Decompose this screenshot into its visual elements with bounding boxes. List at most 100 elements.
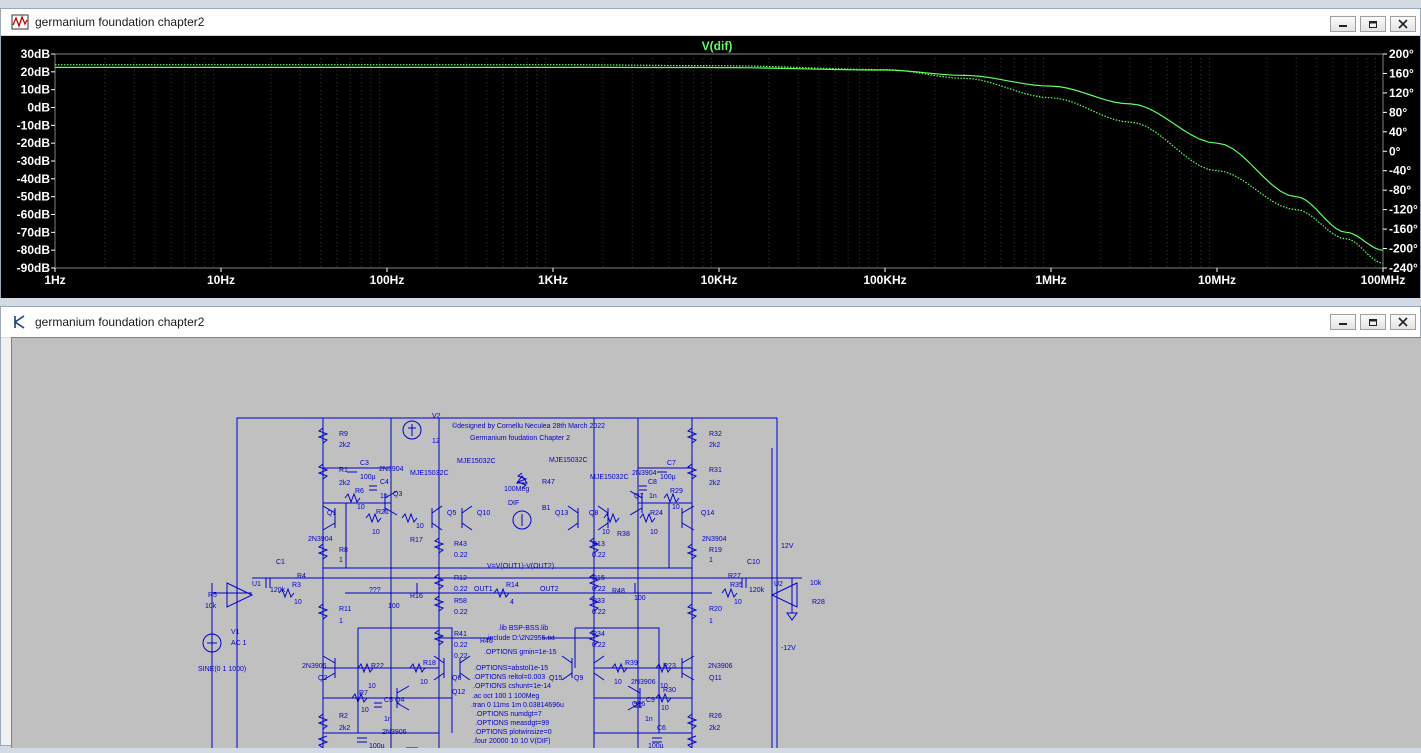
schematic-label: .lib BSP-BSS.lib [498, 625, 548, 632]
schematic-label: 100Meg [504, 486, 529, 493]
schematic-canvas[interactable]: ©designed by Cornellu Neculea 28th March… [11, 337, 1421, 753]
schematic-label: 1n [384, 716, 392, 723]
y-right-tick-label: 80° [1389, 105, 1407, 119]
plot-frame [54, 53, 1384, 269]
schematic-label: 2k2 [339, 480, 350, 487]
y-right-tick-label: 0° [1389, 144, 1401, 158]
schematic-window-titlebar[interactable]: germanium foundation chapter2 [1, 307, 1420, 338]
x-tick-label: 100MHz [1361, 273, 1406, 287]
schematic-label: 10 [661, 705, 669, 712]
schematic-label: 10k [810, 580, 822, 587]
schematic-label: 10 [357, 504, 365, 511]
schematic-label: R30 [663, 687, 676, 694]
schematic-label: .OPTIONS=abstol1e-15 [474, 665, 548, 672]
x-tick-label: 10MHz [1198, 273, 1236, 287]
schematic-label: 0.22 [454, 552, 468, 559]
schematic-label: 2N3906 [302, 663, 327, 670]
magnitude-trace [55, 66, 1384, 251]
schematic-label: 2k2 [709, 442, 720, 449]
schematic-label: R23 [663, 663, 676, 670]
plot-window[interactable]: germanium foundation chapter2 V(dif) 30d… [0, 8, 1421, 298]
schematic-label: R27 [728, 573, 741, 580]
schematic-label: 0.22 [454, 653, 468, 660]
schematic-label: R17 [410, 537, 423, 544]
schematic-label: R14 [506, 582, 519, 589]
schematic-label: Q3 [393, 491, 402, 498]
schematic-label: 2k2 [709, 725, 720, 732]
minimize-button[interactable] [1330, 314, 1356, 330]
schematic-label: Q2 [318, 675, 327, 682]
close-button[interactable] [1390, 16, 1416, 32]
schematic-drawing[interactable]: ©designed by Cornellu Neculea 28th March… [12, 338, 1421, 753]
schematic-label: 1 [709, 618, 713, 625]
schematic-label: Q1 [327, 510, 336, 517]
schematic-label: R29 [670, 488, 683, 495]
schematic-window[interactable]: germanium foundation chapter2 [0, 306, 1421, 753]
close-button[interactable] [1390, 314, 1416, 330]
x-tick-label: 1Hz [44, 273, 65, 287]
schematic-label: C7 [667, 460, 676, 467]
schematic-label: Q16 [632, 701, 645, 708]
schematic-label: 2N3906 [631, 679, 656, 686]
schematic-label: .four 20000 10 10 V(DIF) [473, 738, 550, 745]
bode-plot[interactable]: V(dif) 30dB20dB10dB0dB-10dB-20dB-30dB-40… [1, 36, 1420, 298]
schematic-label: R9 [339, 431, 348, 438]
plot-window-titlebar[interactable]: germanium foundation chapter2 [1, 9, 1420, 36]
schematic-label: 10 [420, 679, 428, 686]
schematic-label: R8 [339, 547, 348, 554]
schematic-label: C4 [380, 479, 389, 486]
schematic-label: Q11 [709, 675, 722, 682]
schematic-label: Q5 [447, 510, 456, 517]
schematic-label: 1 [709, 557, 713, 564]
schematic-label: R7 [359, 690, 368, 697]
close-icon [1398, 317, 1408, 327]
schematic-label: 10 [650, 529, 658, 536]
schematic-label: 2k2 [709, 480, 720, 487]
phase-trace [55, 64, 1384, 264]
schematic-label: R32 [709, 431, 722, 438]
close-icon [1398, 19, 1408, 29]
schematic-label: R43 [454, 541, 467, 548]
restore-icon [1369, 21, 1377, 28]
schematic-label: 0.22 [592, 642, 606, 649]
schematic-label: C10 [747, 559, 760, 566]
schematic-label: 1n [380, 493, 388, 500]
schematic-label: 0.22 [592, 609, 606, 616]
schematic-label: C8 [648, 479, 657, 486]
schematic-label: R2 [339, 713, 348, 720]
schematic-label: R19 [709, 547, 722, 554]
schematic-label: R28 [812, 599, 825, 606]
y-left-tick-label: -60dB [17, 208, 51, 222]
y-left-tick-label: 30dB [21, 47, 51, 61]
schematic-label: .OPTIONS cshunt=1e-14 [473, 683, 551, 690]
schematic-label: 10 [294, 599, 302, 606]
minimize-button[interactable] [1330, 16, 1356, 32]
schematic-label: .OPTIONS reltol=0.003 [473, 674, 545, 681]
schematic-label: V1 [231, 629, 240, 636]
restore-button[interactable] [1360, 314, 1386, 330]
schematic-label: C9 [646, 697, 655, 704]
schematic-label: R33 [592, 598, 605, 605]
schematic-label: R35 [730, 582, 743, 589]
minimize-icon [1339, 323, 1347, 325]
schematic-label: .OPTIONS gmin=1e-15 [484, 649, 557, 656]
schematic-label: 2N3906 [708, 663, 733, 670]
schematic-label: 4 [510, 599, 514, 606]
schematic-label: 2k2 [339, 725, 350, 732]
schematic-label: R26 [709, 713, 722, 720]
schematic-label: .OPTIONS measdgt=99 [475, 720, 549, 727]
schematic-label: SINE(0 1 1000) [198, 666, 246, 673]
schematic-label: Q8 [589, 510, 598, 517]
x-tick-label: 100Hz [370, 273, 405, 287]
schematic-label: 10 [672, 504, 680, 511]
schematic-label: 2N3904 [308, 536, 333, 543]
restore-button[interactable] [1360, 16, 1386, 32]
schematic-label: 0.22 [454, 609, 468, 616]
schematic-label: R13 [592, 541, 605, 548]
schematic-wires [202, 417, 802, 753]
schematic-label: C5 [384, 697, 393, 704]
schematic-label: 10 [614, 679, 622, 686]
schematic-label: R34 [592, 631, 605, 638]
x-tick-label: 100KHz [863, 273, 906, 287]
